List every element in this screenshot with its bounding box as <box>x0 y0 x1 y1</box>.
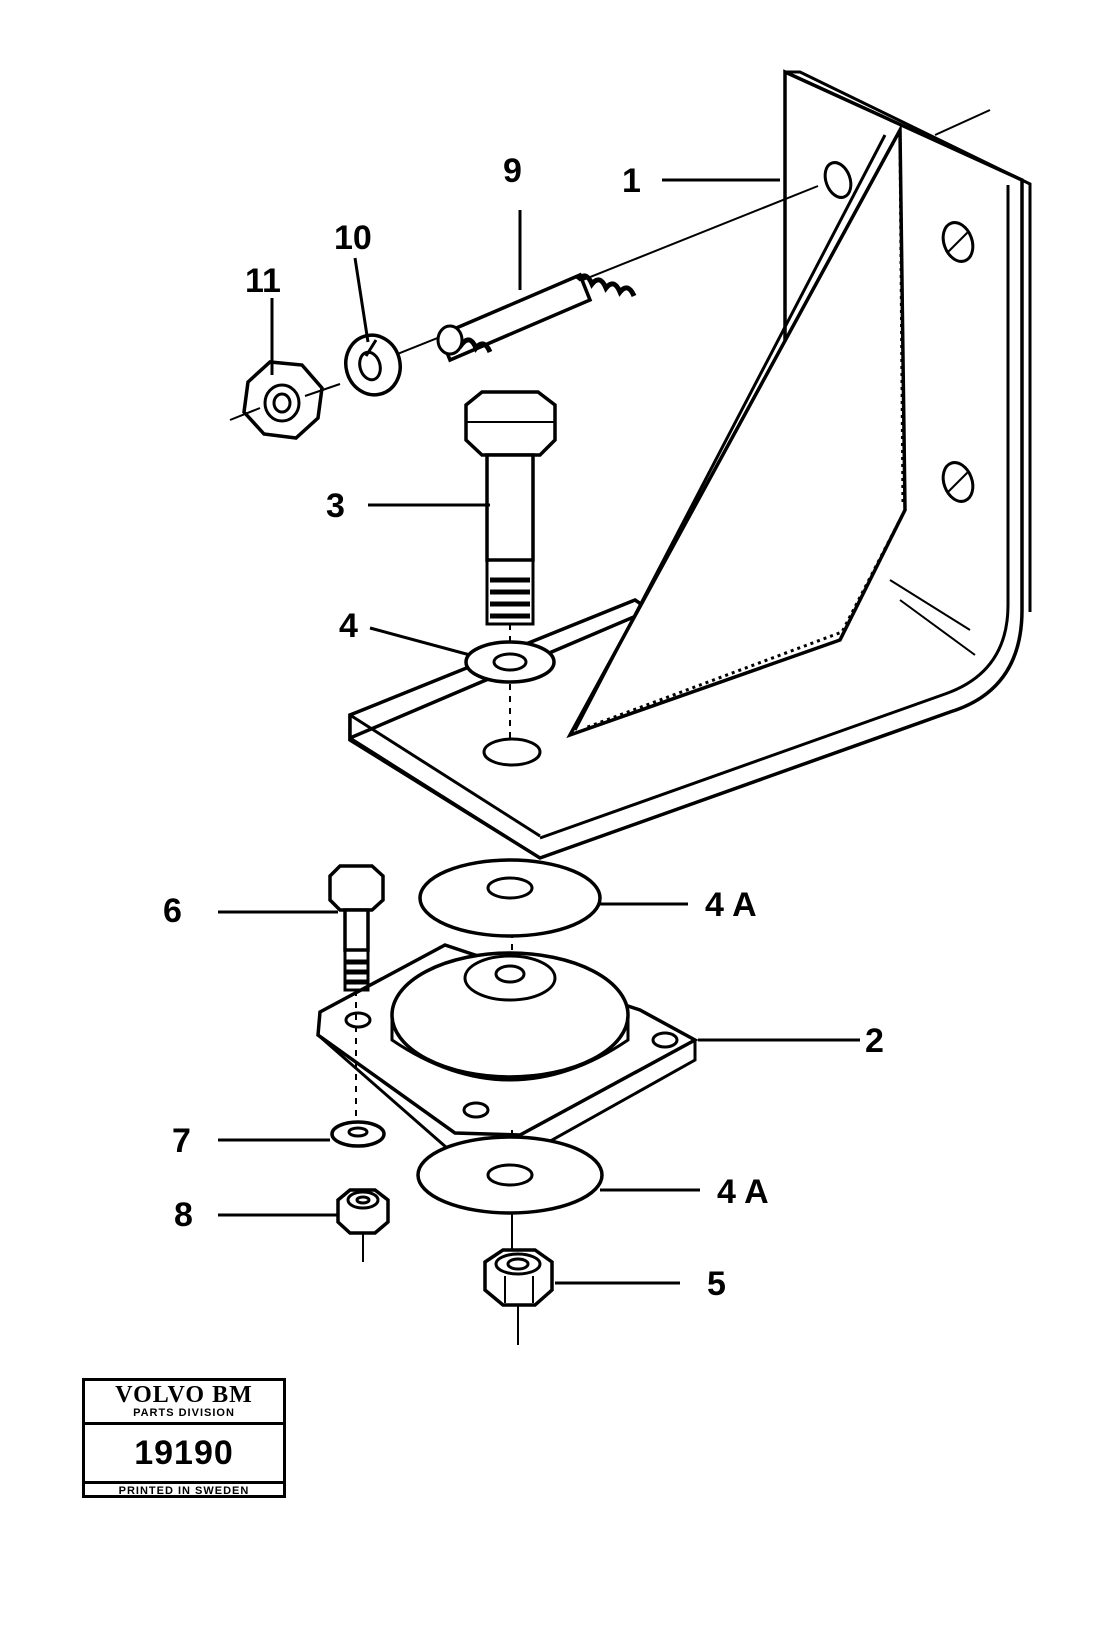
callout-4a-bottom: 4 A <box>717 1173 769 1211</box>
callout-8: 8 <box>174 1196 193 1234</box>
bolt-part-3 <box>464 390 557 740</box>
callout-2: 2 <box>865 1022 884 1060</box>
bracket-part-1 <box>348 69 1032 860</box>
stud-part-9 <box>369 185 819 366</box>
callout-10: 10 <box>334 219 372 257</box>
callout-3: 3 <box>326 487 345 525</box>
nut-part-5 <box>483 1248 554 1345</box>
callout-7: 7 <box>172 1122 191 1160</box>
nut-part-8 <box>336 1188 390 1262</box>
rubber-mount-part-2 <box>316 943 699 1160</box>
washer-part-4 <box>464 640 556 684</box>
stamp-printed: PRINTED IN SWEDEN <box>85 1481 283 1498</box>
volvo-bm-stamp: VOLVO BM PARTS DIVISION 19190 PRINTED IN… <box>82 1378 286 1498</box>
callout-11: 11 <box>245 262 281 300</box>
stamp-brand: VOLVO BM <box>115 1382 253 1408</box>
bolt-part-6 <box>328 864 385 1130</box>
washer-part-4a-bottom <box>416 1130 604 1255</box>
callout-9: 9 <box>503 152 522 190</box>
callout-4: 4 <box>339 607 358 645</box>
stamp-division: PARTS DIVISION <box>85 1407 283 1425</box>
washer-part-7 <box>330 1120 386 1148</box>
leader-lines <box>218 178 860 1285</box>
stamp-number: 19190 <box>134 1434 234 1472</box>
callout-4a-top: 4 A <box>705 886 757 924</box>
leader-10 <box>353 257 370 343</box>
leader-4 <box>369 626 471 657</box>
callout-6: 6 <box>163 892 182 930</box>
spring-washer-part-10 <box>344 333 402 397</box>
washer-part-4a-top <box>418 858 602 980</box>
nut-part-11 <box>229 360 341 440</box>
callout-1: 1 <box>622 162 641 200</box>
callout-5: 5 <box>707 1265 726 1303</box>
